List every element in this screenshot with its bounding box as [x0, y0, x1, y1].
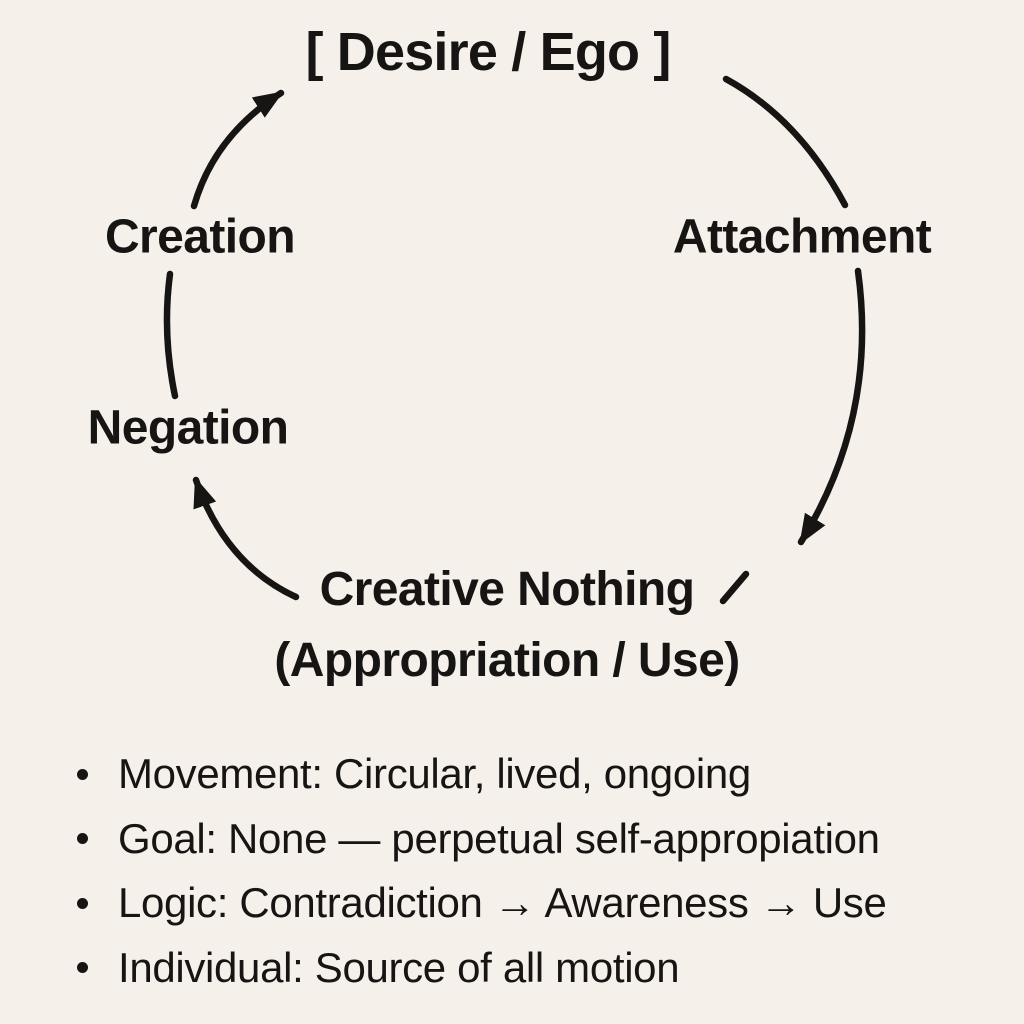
node-desire-ego: [ Desire / Ego ] [305, 22, 671, 82]
note-text: Goal: None — perpetual self-appropiation [118, 814, 880, 862]
note-text: Movement: Circular, lived, ongoing [118, 750, 751, 798]
bullet-dot [77, 768, 88, 780]
arc-desire-to-attachment [722, 75, 849, 209]
bullet-dot [77, 833, 88, 845]
note-item-goal: Goal: None — perpetual self-appropiation [64, 807, 887, 872]
note-text: Individual: Source of all motion [118, 943, 680, 991]
arc-negation-to-creation [163, 270, 179, 400]
arc-creative-nothing-to-negation [192, 476, 300, 601]
notes-list: Movement: Circular, lived, ongoing Goal:… [64, 742, 887, 1000]
node-creative-nothing-title: Creative Nothing [319, 563, 695, 616]
bullet-dot [77, 897, 88, 909]
note-item-movement: Movement: Circular, lived, ongoing [64, 742, 887, 807]
note-item-logic: Logic: Contradiction → Awareness → Use [64, 871, 887, 936]
bullet-dot [77, 962, 88, 974]
arc-creation-to-desire [190, 89, 285, 210]
arc-attachment-to-creative-nothing [797, 267, 866, 546]
node-creative-nothing-subtitle: (Appropriation / Use) [274, 634, 740, 687]
node-negation: Negation [87, 401, 289, 455]
node-attachment: Attachment [672, 210, 932, 264]
node-creation: Creation [104, 210, 296, 264]
node-creative-nothing: Creative Nothing (Appropriation / Use) [274, 554, 740, 696]
note-item-individual: Individual: Source of all motion [64, 936, 887, 1001]
note-text: Logic: Contradiction → Awareness → Use [118, 879, 887, 927]
arc-tick-into-creative-nothing [719, 570, 750, 605]
